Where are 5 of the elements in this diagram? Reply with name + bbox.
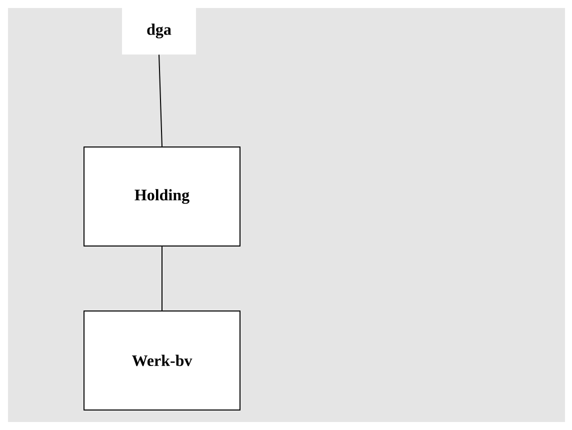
org-box: Werk-bv — [84, 310, 240, 410]
connector-line — [158, 54, 162, 147]
org-box: Holding — [84, 146, 240, 246]
node-label: dga — [147, 24, 172, 38]
label-box: dga — [122, 8, 196, 54]
